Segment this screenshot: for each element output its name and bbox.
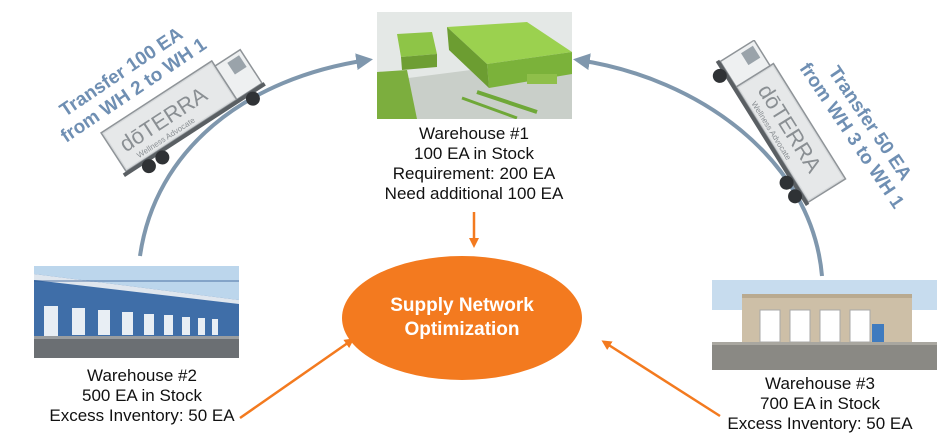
- arc-wh2-to-wh1: [138, 53, 373, 257]
- warehouse-1-details: Warehouse #1 100 EA in Stock Requirement…: [356, 124, 592, 204]
- warehouse-2-stock: 500 EA in Stock: [81, 386, 203, 405]
- warehouse-3-stock: 700 EA in Stock: [759, 394, 881, 413]
- warehouse-3-details: Warehouse #3 700 EA in Stock Excess Inve…: [700, 374, 940, 434]
- warehouse-1-photo: [377, 12, 572, 119]
- truck-wh3-icon: dōTERRA Wellness Advocate: [712, 40, 847, 207]
- warehouse-1-need: Need additional 100 EA: [384, 184, 564, 203]
- center-node-line-2: Optimization: [404, 319, 520, 340]
- arrow-wh3-to-center: [601, 340, 721, 418]
- center-node-line-1: Supply Network: [390, 295, 534, 316]
- warehouse-3-name: Warehouse #3: [765, 374, 875, 393]
- supply-network-optimization-node: Supply Network Optimization: [342, 256, 582, 380]
- warehouse-2-details: Warehouse #2 500 EA in Stock Excess Inve…: [22, 366, 262, 426]
- arrow-wh2-to-center: [239, 338, 355, 420]
- warehouse-1-stock: 100 EA in Stock: [413, 144, 535, 163]
- arc-wh3-to-wh1: [573, 53, 824, 277]
- warehouse-3-excess: Excess Inventory: 50 EA: [727, 414, 913, 433]
- warehouse-1-requirement: Requirement: 200 EA: [392, 164, 556, 183]
- warehouse-2-excess: Excess Inventory: 50 EA: [49, 406, 235, 425]
- truck-wh2-icon: dōTERRA Wellness Advocate: [100, 48, 266, 177]
- warehouse-2-photo: [34, 266, 239, 358]
- warehouse-1-name: Warehouse #1: [419, 124, 529, 143]
- warehouse-2-name: Warehouse #2: [87, 366, 197, 385]
- warehouse-3-photo: [712, 280, 937, 370]
